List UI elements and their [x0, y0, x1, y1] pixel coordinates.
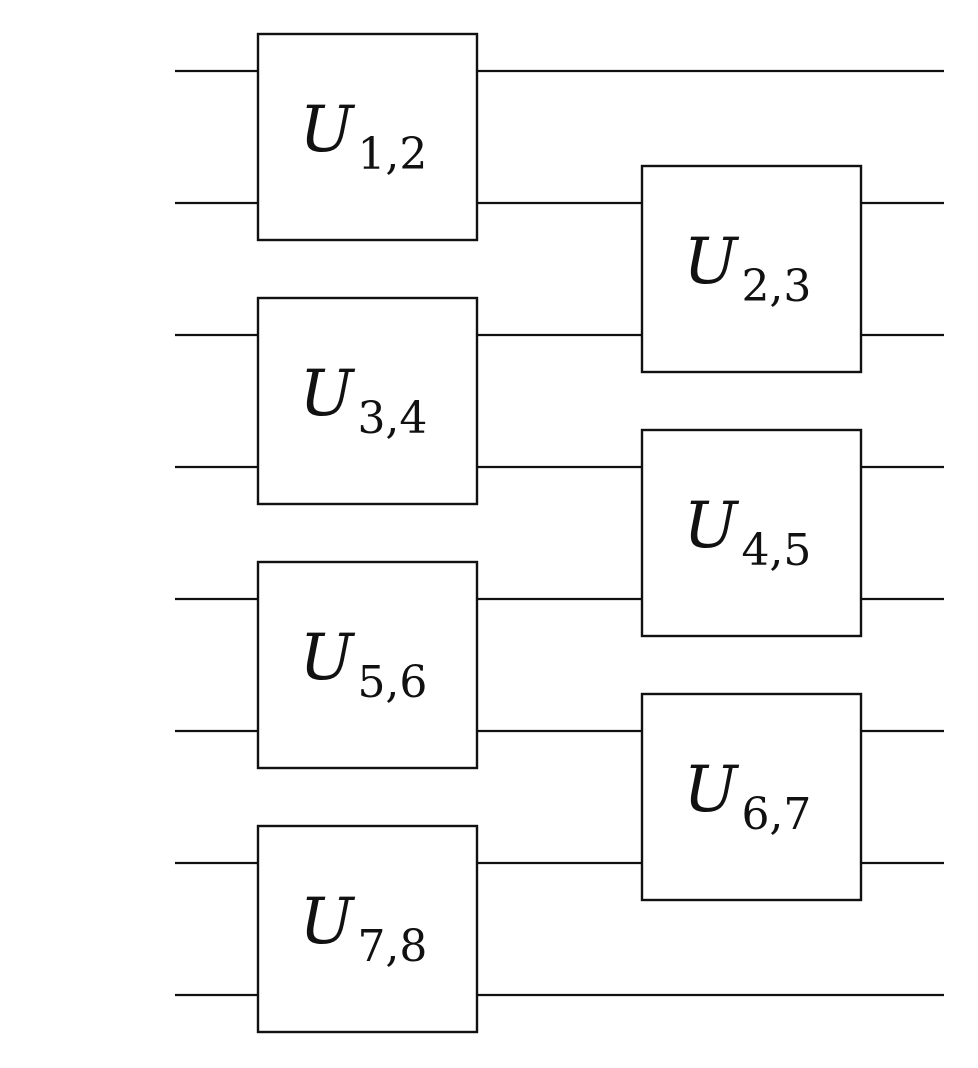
gate-box — [256, 32, 479, 242]
gate-subscript: 5,6 — [357, 657, 427, 708]
gate-subscript: 7,8 — [357, 921, 427, 972]
gate-u-2-3: U2,3 — [640, 164, 863, 374]
gate-box — [256, 824, 479, 1034]
gate-label: U3,4 — [300, 357, 428, 444]
gate-box — [640, 428, 863, 638]
gate-u-6-7: U6,7 — [640, 692, 863, 902]
gate-symbol: U — [684, 489, 740, 563]
gates: U1,2U3,4U5,6U7,8U2,3U4,5U6,7 — [256, 32, 863, 1034]
gate-box — [640, 692, 863, 902]
gate-label: U6,7 — [684, 753, 812, 840]
gate-subscript: 4,5 — [741, 525, 811, 576]
gate-box — [256, 296, 479, 506]
gate-u-3-4: U3,4 — [256, 296, 479, 506]
gate-subscript: 6,7 — [741, 789, 811, 840]
gate-label: U2,3 — [684, 225, 812, 312]
gate-subscript: 3,4 — [357, 393, 427, 444]
gate-label: U5,6 — [300, 621, 428, 708]
gate-symbol: U — [300, 621, 356, 695]
gate-symbol: U — [684, 753, 740, 827]
gate-box — [256, 560, 479, 770]
gate-symbol: U — [684, 225, 740, 299]
gate-symbol: U — [300, 357, 356, 431]
gate-label: U1,2 — [300, 93, 428, 180]
gate-symbol: U — [300, 93, 356, 167]
gate-u-4-5: U4,5 — [640, 428, 863, 638]
gate-u-1-2: U1,2 — [256, 32, 479, 242]
gate-subscript: 1,2 — [357, 129, 427, 180]
gate-u-5-6: U5,6 — [256, 560, 479, 770]
gate-box — [640, 164, 863, 374]
gate-u-7-8: U7,8 — [256, 824, 479, 1034]
gate-symbol: U — [300, 885, 356, 959]
gate-label: U4,5 — [684, 489, 812, 576]
gate-subscript: 2,3 — [741, 261, 811, 312]
gate-label: U7,8 — [300, 885, 428, 972]
